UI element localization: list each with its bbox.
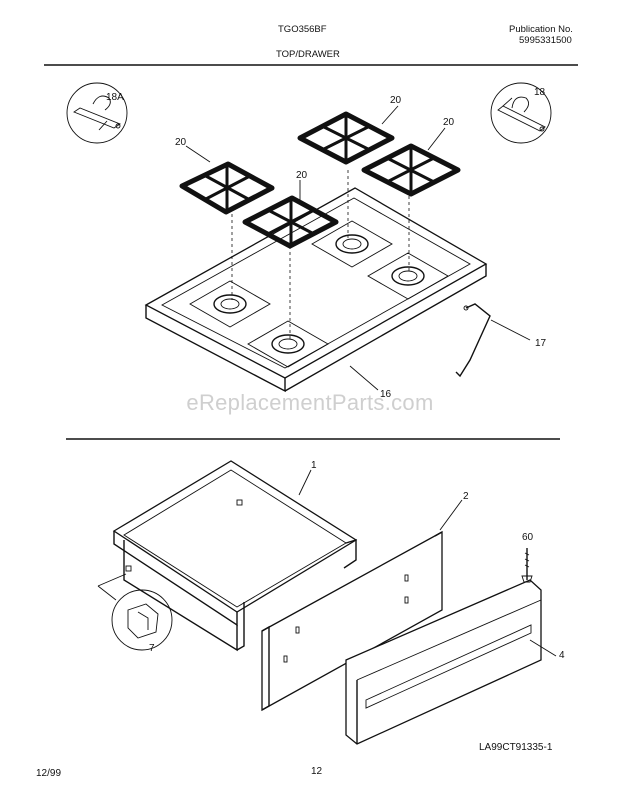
callout-20-rear-left: 20: [390, 95, 402, 106]
callout-16: 16: [380, 389, 392, 400]
footer-date: 12/99: [36, 768, 62, 779]
drawer-1: [112, 460, 358, 652]
burner-well-rear-right: [367, 252, 449, 300]
callout-4: 4: [559, 650, 565, 661]
callout-7: 7: [149, 643, 155, 654]
grate-20-center: [242, 195, 339, 249]
watermark-text: eReplacementParts.com: [186, 390, 434, 415]
callout-20-left: 20: [175, 137, 187, 148]
callout-18: 18: [534, 87, 546, 98]
callout-18a: 18A: [106, 92, 124, 103]
drawer-panel-2: [261, 530, 443, 712]
grate-20-rear-right: [361, 143, 461, 197]
burner-well-front-left: [189, 280, 271, 328]
screw-60: [521, 548, 533, 583]
page-number: 12: [311, 766, 323, 777]
cooktop-16: [144, 187, 488, 393]
rod-17: [455, 303, 491, 378]
grate-20-rear-left: [297, 111, 395, 165]
drawer-front-4: [345, 579, 542, 745]
detail-18-circle: [490, 82, 552, 144]
publication-number: 5995331500: [519, 35, 572, 46]
section-title: TOP/DRAWER: [276, 49, 340, 60]
detail-7-circle: [111, 589, 173, 651]
callout-60: 60: [522, 532, 534, 543]
burner-well-front-right: [247, 320, 329, 368]
publication-label: Publication No.: [509, 24, 573, 35]
grate-20-left: [179, 161, 275, 215]
model-number: TGO356BF: [278, 24, 327, 35]
detail-18a-circle: [66, 82, 128, 144]
callout-20-center: 20: [296, 170, 308, 181]
callout-1: 1: [311, 460, 317, 471]
callout-2: 2: [463, 491, 469, 502]
burner-well-rear-left: [311, 220, 393, 268]
callout-17: 17: [535, 338, 547, 349]
callout-20-rear-right: 20: [443, 117, 455, 128]
drawing-id: LA99CT91335-1: [479, 742, 553, 753]
